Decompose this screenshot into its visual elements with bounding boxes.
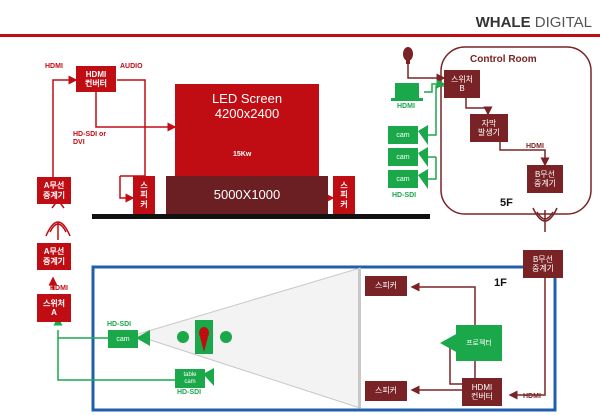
- camera-lenses: [136, 125, 428, 386]
- switcher-a: 스위처 A: [37, 294, 71, 322]
- floor-5f: 5F: [500, 197, 513, 209]
- b-wireless-control: B무선 중계기: [527, 165, 563, 193]
- b-wireless-1f: B무선 중계기: [523, 250, 563, 278]
- label-control-hdsdi: HD-SDI: [392, 192, 417, 199]
- speaker-1f-bottom: 스피커: [365, 381, 407, 401]
- wireless-antenna-a: [45, 198, 71, 240]
- seat-left: [177, 331, 189, 343]
- floor-1f: 1F: [494, 277, 507, 289]
- link-audio-left-speaker: [119, 176, 135, 203]
- label-audio: AUDIO: [120, 63, 143, 70]
- laptop-icon: [391, 83, 423, 101]
- control-room-title: Control Room: [470, 54, 537, 65]
- brand-logo: WHALE DIGITAL: [476, 14, 592, 31]
- stage-floor: [92, 214, 430, 219]
- a-wireless-top: A무선 중계기: [37, 177, 71, 204]
- brand-digital: DIGITAL: [534, 14, 592, 31]
- label-control-hdmi: HDMI: [526, 143, 544, 150]
- table-camera: table cam: [175, 369, 205, 388]
- camera-1f: cam: [108, 330, 138, 348]
- led-power: 15Kw: [233, 151, 252, 158]
- projection-cone: [133, 267, 361, 409]
- link-audio: [117, 79, 146, 176]
- speaker-left: 스 피 커: [133, 176, 155, 214]
- control-room-frame: [440, 46, 592, 215]
- led-screen: LED Screen 4200x2400: [175, 84, 319, 180]
- label-1f-hdmi: HDMI: [523, 393, 541, 400]
- label-hdsdi-or-dvi: HD-SDI or DVI: [73, 131, 107, 147]
- stage-size: 5000X1000: [213, 186, 281, 202]
- label-hdmi-top: HDMI: [45, 63, 63, 70]
- projector: 프로젝터: [456, 325, 502, 361]
- camera-3: cam: [388, 170, 418, 188]
- label-1f-cam-hdsdi: HD-SDI: [107, 321, 132, 328]
- microphone-icon: [403, 47, 413, 64]
- switcher-b: 스위처 B: [444, 70, 480, 98]
- camera-1: cam: [388, 126, 418, 144]
- header-rule: [0, 34, 600, 37]
- link-converter-to-led: [95, 92, 177, 132]
- subtitle-generator: 자막 발생기: [470, 114, 508, 142]
- led-screen-title: LED Screen 4200x2400: [211, 91, 283, 121]
- hdmi-converter-1f: HDMI 컨버터: [462, 378, 502, 406]
- label-laptop-hdmi: HDMI: [397, 103, 415, 110]
- a-wireless-bottom: A무선 중계기: [37, 243, 71, 270]
- link-a-to-converter: [52, 75, 78, 192]
- label-table-hdsdi: HD-SDI: [177, 389, 202, 396]
- speaker-right: 스 피 커: [333, 176, 355, 214]
- seat-right: [220, 331, 232, 343]
- camera-2: cam: [388, 148, 418, 166]
- wireless-antenna-b: [532, 207, 558, 232]
- brand-whale: WHALE: [475, 14, 531, 31]
- stage-platform: 5000X1000: [166, 176, 328, 214]
- label-hdmi-mid: HDMI: [50, 285, 68, 292]
- hdmi-converter-left: HDMI 컨버터: [76, 66, 116, 92]
- speaker-1f-top: 스피커: [365, 276, 407, 296]
